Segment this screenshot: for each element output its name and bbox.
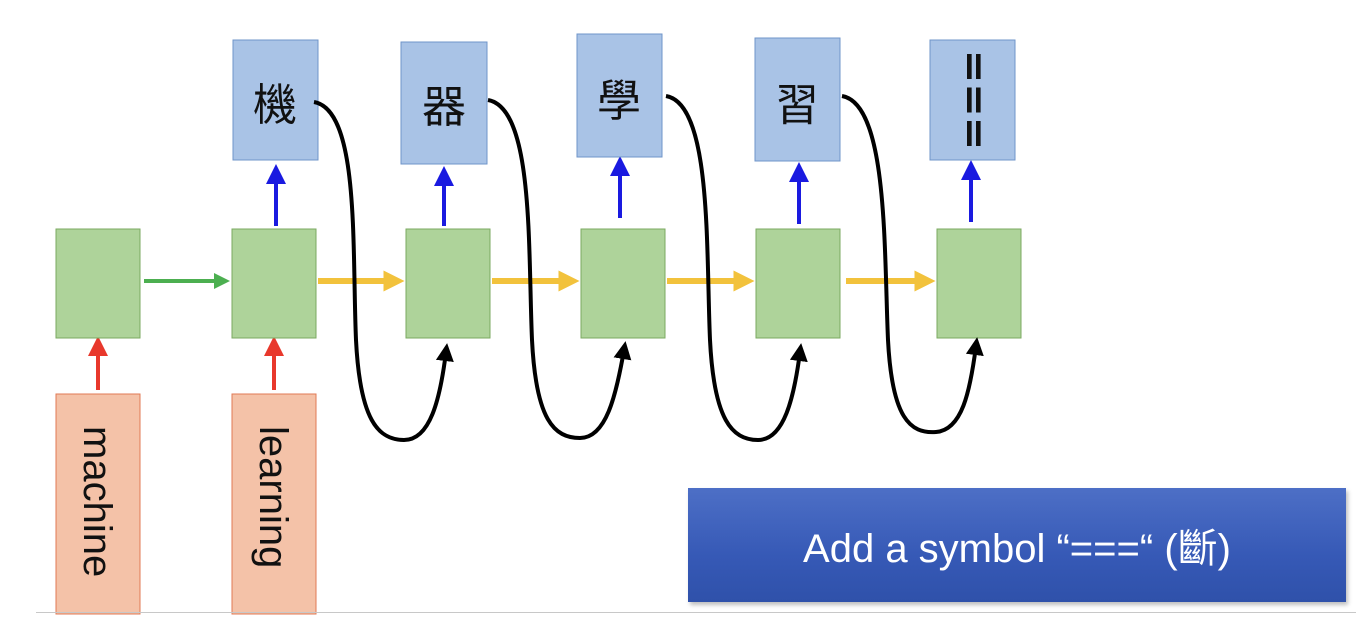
input-box-learning: learning (231, 393, 317, 615)
feedback-arrow (313, 100, 454, 443)
annotation-text: Add a symbol “===“ (斷) (803, 527, 1231, 571)
rnn-cell (405, 228, 491, 339)
rnn-cell (231, 228, 317, 339)
rnn-cell (580, 228, 666, 339)
rnn-cell (55, 228, 141, 339)
input-token-learning: learning (251, 426, 295, 568)
annotation-banner: Add a symbol “===“ (斷) (688, 488, 1346, 602)
input-box-machine: machine (55, 393, 141, 615)
feedback-arrow (487, 98, 632, 441)
feedback-arrow (665, 94, 808, 443)
output-token: 習 (775, 80, 819, 131)
output-box: 學 (576, 33, 663, 158)
output-box: 習 (754, 37, 841, 162)
rnn-cell (755, 228, 841, 339)
output-token: 器 (422, 82, 466, 133)
output-token: 學 (597, 76, 641, 127)
divider (36, 612, 1356, 613)
output-box: === (929, 39, 1016, 161)
feedback-arrow (841, 94, 984, 435)
input-token-machine: machine (75, 426, 119, 577)
rnn-cell (936, 228, 1022, 339)
output-box: 器 (400, 41, 488, 165)
output-token: 機 (253, 80, 297, 131)
output-box: 機 (232, 39, 319, 161)
output-token-end: === (951, 50, 997, 151)
